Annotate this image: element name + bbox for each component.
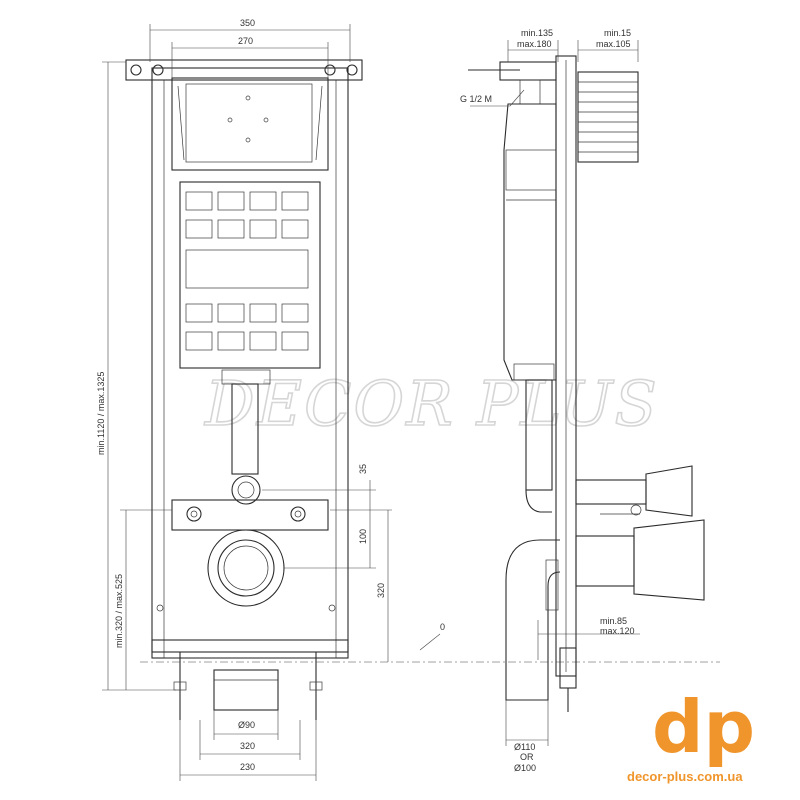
drain-bend	[505, 539, 561, 701]
outlet-ring	[207, 529, 285, 607]
drain-pipe	[213, 669, 279, 711]
logo-mark: dp	[652, 685, 755, 769]
dim-depth-min-85: min.85	[600, 616, 627, 626]
dim-width-230: 230	[240, 762, 255, 772]
inlet-valve	[499, 61, 557, 81]
dim-35: 35	[358, 464, 368, 474]
dim-depth-max-180: max.180	[517, 39, 552, 49]
service-opening	[171, 77, 329, 171]
brand-logo[interactable]: dp decor-plus.com.ua	[627, 685, 755, 784]
dim-depth-max-120: max.120	[600, 626, 635, 636]
bolt	[324, 64, 336, 76]
front-view	[125, 59, 363, 720]
bolt	[130, 64, 142, 76]
dim-pipe-diameter: Ø90	[238, 720, 255, 730]
floor-level-label: 0	[440, 622, 445, 632]
dim-width-inner: 270	[238, 36, 253, 46]
dim-width-320: 320	[240, 741, 255, 751]
dim-outlet-100: Ø100	[514, 763, 536, 773]
flush-connector-side	[575, 479, 647, 505]
side-dimensions: min.135 max.180 min.15 max.105 G 1/2 M 0…	[419, 28, 640, 773]
logo-url[interactable]: decor-plus.com.ua	[627, 769, 743, 784]
dim-320-vertical: 320	[376, 583, 386, 598]
side-flush-pipe	[525, 379, 553, 491]
dim-width-outer: 350	[240, 18, 255, 28]
bottom-bar	[151, 639, 349, 653]
bolt	[346, 64, 358, 76]
side-cistern	[503, 103, 557, 381]
cistern-grid	[185, 191, 309, 351]
thread-label: G 1/2 M	[460, 94, 492, 104]
dim-outlet-or: OR	[520, 752, 534, 762]
front-dimensions: 350 270 min.1120 / max.1325 min.320 / ma…	[96, 18, 720, 781]
top-bar	[125, 59, 363, 81]
dim-depth-min-15: min.15	[604, 28, 631, 38]
dim-outlet-110: Ø110	[514, 742, 535, 752]
outlet-pipe	[217, 539, 275, 597]
dim-depth-max-105: max.105	[596, 39, 631, 49]
dim-depth-min-135: min.135	[521, 28, 553, 38]
side-flush-elbow	[577, 71, 639, 163]
flush-coupling	[231, 475, 261, 505]
flush-pipe	[231, 383, 259, 475]
bolt	[152, 64, 164, 76]
dim-100: 100	[358, 529, 368, 544]
dim-height-outlet: min.320 / max.525	[114, 574, 124, 648]
watermark: DECOR PLUS	[204, 367, 659, 440]
drain-connector-side	[575, 535, 635, 587]
dim-height-total: min.1120 / max.1325	[96, 372, 106, 455]
cistern	[179, 181, 321, 369]
frame-outer	[151, 67, 349, 659]
side-view	[468, 55, 705, 712]
service-plate	[185, 83, 313, 163]
